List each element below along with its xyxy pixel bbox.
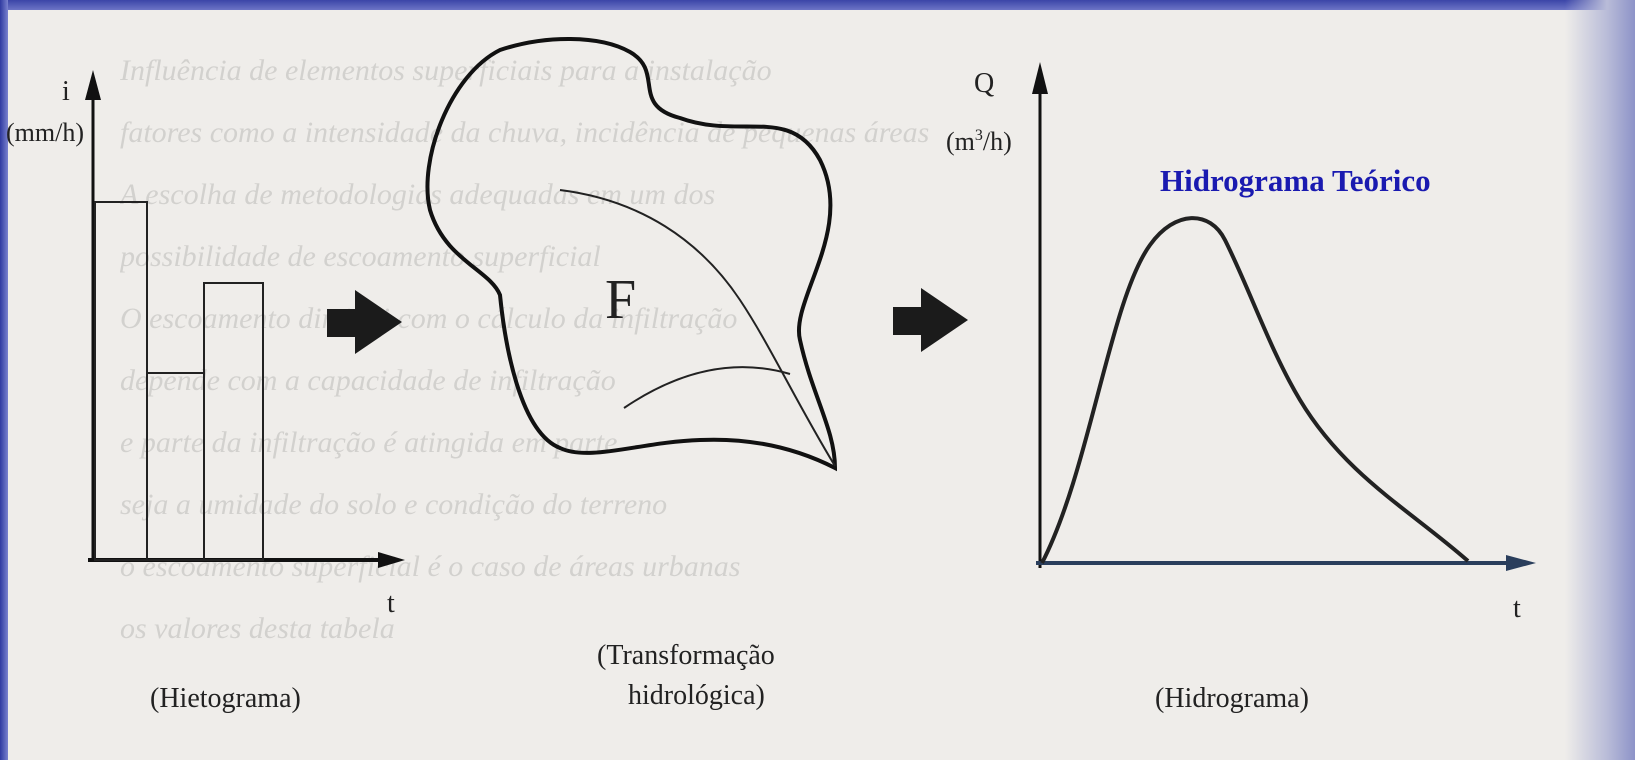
watershed-outline [425, 37, 838, 472]
hietograma-y-arrowhead [85, 70, 101, 100]
hidrograma-y-unit-exponent: 3 [975, 127, 983, 144]
hietograma-bar-1 [94, 201, 148, 561]
bg-line: o escoamento superficial é o caso de áre… [120, 550, 741, 583]
hidrograma-y-unit-suffix: /h) [983, 127, 1012, 156]
slide-title: Hidrograma Teórico [1160, 163, 1431, 198]
hidrograma-x-symbol: t [1513, 593, 1521, 624]
bg-line: A escolha de metodologias adequadas em u… [120, 178, 716, 211]
hidrograma-x-arrowhead [1506, 555, 1536, 571]
slide-left-bar [0, 0, 8, 760]
watershed-label-f: F [605, 269, 636, 331]
hietograma-panel: i (mm/h) t (Hietograma) [6, 70, 405, 714]
bg-line: os valores desta tabela [120, 612, 395, 645]
bg-line: possibilidade de escoamento superficial [120, 240, 601, 273]
hydrograph-curve [1040, 216, 1470, 564]
watershed-river-main [559, 189, 836, 467]
hidrograma-caption: (Hidrograma) [1155, 683, 1309, 714]
arrow-2-head [921, 288, 968, 352]
slide-right-bar [1565, 0, 1635, 760]
hidrograma-y-symbol: Q [974, 68, 994, 99]
hietograma-caption: (Hietograma) [150, 683, 301, 714]
transformacao-caption-line1: (Transformação [597, 640, 775, 671]
process-arrow-1 [327, 290, 402, 354]
hidrograma-y-unit-prefix: (m [946, 127, 975, 156]
hietograma-x-symbol: t [387, 588, 395, 619]
hietograma-x-arrowhead [378, 552, 405, 568]
hietograma-y-unit: (mm/h) [6, 118, 84, 147]
arrow-2-shaft [893, 307, 923, 335]
bg-line: e parte da infiltração é atingida em par… [120, 426, 618, 459]
transformacao-panel: F (Transformação hidrológica) [425, 37, 838, 711]
hietograma-y-symbol: i [62, 76, 70, 107]
hidrograma-y-unit: (m3/h) [946, 127, 1012, 156]
transformacao-caption-line2: hidrológica) [628, 680, 765, 711]
process-arrow-2 [893, 288, 968, 352]
arrow-1-shaft [327, 309, 357, 337]
arrow-1-head [355, 290, 402, 354]
watershed-river-tributary [623, 366, 791, 409]
bg-line: O escoamento diminui com o cálculo da in… [120, 302, 738, 335]
hietograma-bar-3 [203, 282, 264, 561]
faded-background-text: Influência de elementos superficiais par… [120, 40, 1570, 660]
bg-line: depende com a capacidade de infiltração [120, 364, 616, 397]
bg-line: seja a umidade do solo e condição do ter… [120, 488, 668, 521]
slide-top-bar [0, 0, 1635, 10]
hidrograma-y-arrowhead [1032, 62, 1048, 94]
hidrograma-panel: Q (m3/h) t (Hidrograma) [946, 62, 1536, 714]
bg-line: Influência de elementos superficiais par… [120, 54, 772, 87]
hietograma-bar-2 [146, 372, 205, 561]
